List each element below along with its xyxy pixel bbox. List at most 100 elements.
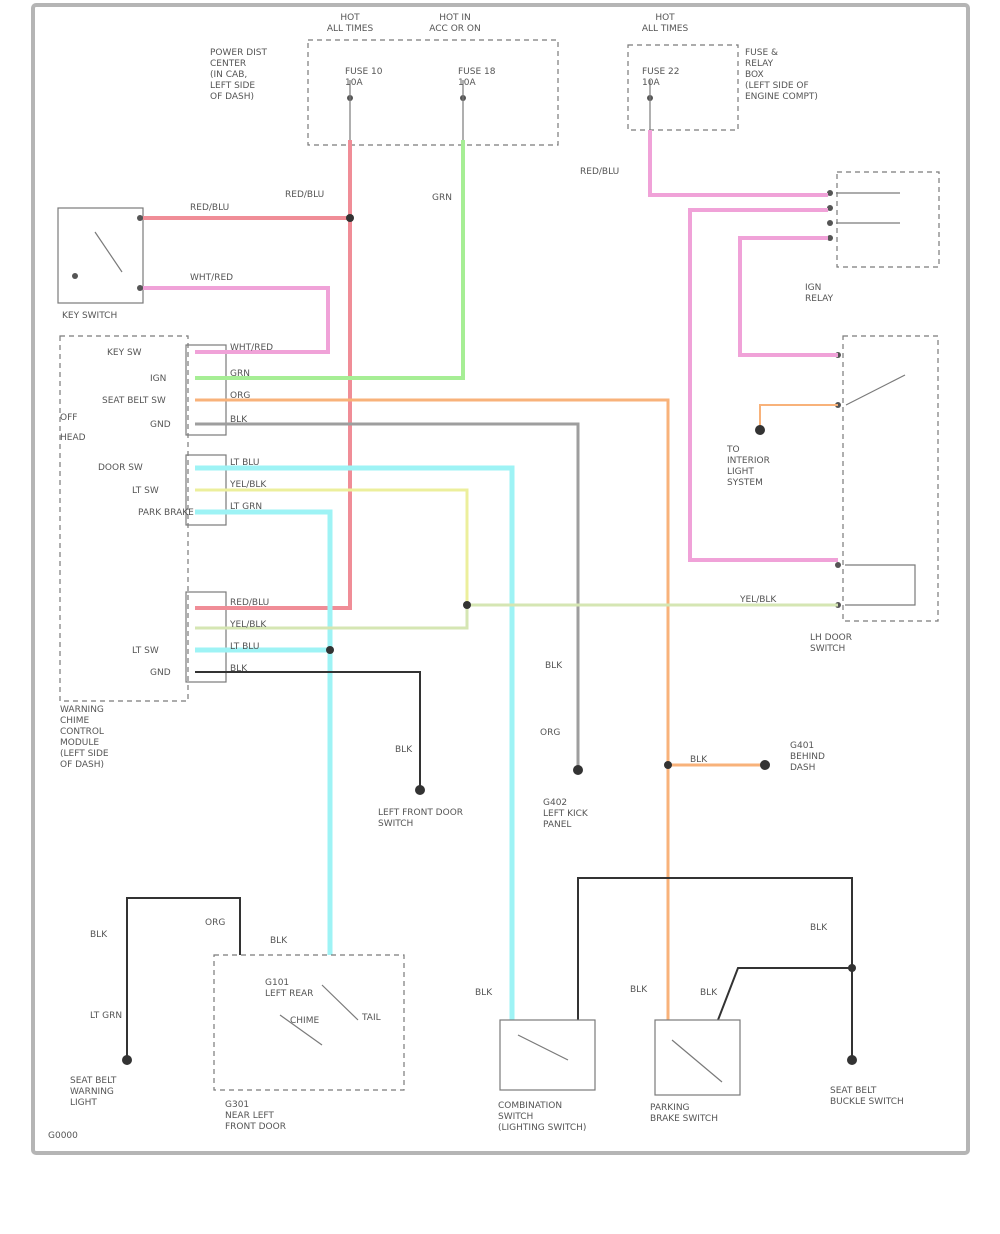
wire-blk-gnd [195,422,580,770]
wire-color-label: RED/BLU [230,598,269,608]
splice-yel-blk [463,601,471,609]
connector-pin-label: LT SW [132,486,159,496]
ground-g401 [573,765,583,775]
door-switch-pin-2 [835,562,841,568]
ign-relay-outline [836,171,940,268]
component-label: KEY SWITCH [62,311,117,321]
door-switch-contact [845,374,906,406]
connector-pin-label: GND [150,420,171,430]
wire-pink-relay-c [738,236,838,357]
component-label: HEAD [60,433,86,443]
interior-light-connector [755,425,765,435]
connector-pin-label: GND [150,668,171,678]
component-label: TAIL [361,1013,381,1023]
connector-pin-label: LT SW [132,646,159,656]
warning-chime-module [59,335,227,702]
wire-color-label: BLK [270,936,288,946]
wire-color-label: BLK [810,923,828,933]
wire-color-label: GRN [432,193,452,203]
ign-relay-pin-1 [827,190,833,196]
parking-brake-switch [499,1019,596,1091]
wire-color-label: LT BLU [230,458,259,468]
wire-color-label: YEL/BLK [229,620,267,630]
combination-switch-contact-2 [321,984,359,1021]
ign-relay-pin-4 [827,235,833,241]
wire-red-blu-main [195,140,352,610]
component-label: CHIME [290,1016,319,1026]
seat-belt-switch-outline [654,1019,741,1096]
junctions [122,214,857,1065]
wire-color-label: BLK [630,985,648,995]
wire-color-label: YEL/BLK [229,480,267,490]
wire-blk-lower-left [126,897,241,1060]
wire-color-label: ORG [205,918,225,928]
wire-color-label: WHT/RED [230,343,273,353]
wire-blk-gnd-lower [195,671,421,790]
ground-g301 [122,1055,132,1065]
wire-color-label: RED/BLU [285,190,324,200]
wire-color-labels: RED/BLU GRN RED/BLU RED/BLU WHT/RED WHT/RED GR… [90,167,828,1021]
combination-switch [213,954,405,1091]
wire-color-label: YEL/BLK [739,595,777,605]
splice-org [664,761,672,769]
wire-grn-ign [195,140,465,380]
wire-org-interior [759,404,838,430]
seat-belt-contact [671,1039,723,1083]
parking-brake-switch-outline [499,1019,596,1091]
wire-color-label: BLK [90,930,108,940]
connector-pin-label: DOOR SW [98,463,143,473]
chime-connector [760,760,770,770]
wire-color-label: RED/BLU [580,167,619,177]
diagram-frame [31,3,970,1155]
chime-module-outline [59,335,189,702]
wires [126,130,853,1060]
key-switch-contact [94,231,123,273]
wire-color-label: LT GRN [90,1011,122,1021]
wire-color-label: BLK [230,415,248,425]
wire-color-label: ORG [230,391,250,401]
ground-g101 [847,1055,857,1065]
wire-pink-relay-b [688,208,838,562]
key-switch-terminal-1 [137,215,143,221]
wire-color-label: RED/BLU [190,203,229,213]
key-switch-terminal-2 [137,285,143,291]
connector-pin-label: IGN [150,374,166,384]
wire-color-label: BLK [700,988,718,998]
splice-lt-grn [326,646,334,654]
wire-color-label: WHT/RED [190,273,233,283]
combination-switch-contact [279,1014,323,1046]
wire-yel-blk-door [195,603,838,630]
wire-color-label: GRN [230,369,250,379]
connector-pin-label: PARK BRAKE [138,508,194,518]
splice-red-blu [346,214,354,222]
wire-color-label: LT GRN [230,502,262,512]
wire-blk-belt [717,967,852,1021]
ground-g402 [415,785,425,795]
fuse-relay-box-outline [627,44,739,131]
connector-pin-labels: KEY SW IGN SEAT BELT SW GND DOOR SW LT SW PARK… [98,348,194,678]
connector-pin-label: SEAT BELT SW [102,396,166,406]
connector-pin-label: KEY SW [107,348,142,358]
ign-relay-pin-2 [827,205,833,211]
wire-pink-relay [648,130,828,197]
ign-relay [827,171,940,268]
door-switch-loop [845,564,916,606]
wire-color-label: BLK [395,745,413,755]
fuse-box-engine [627,44,739,131]
